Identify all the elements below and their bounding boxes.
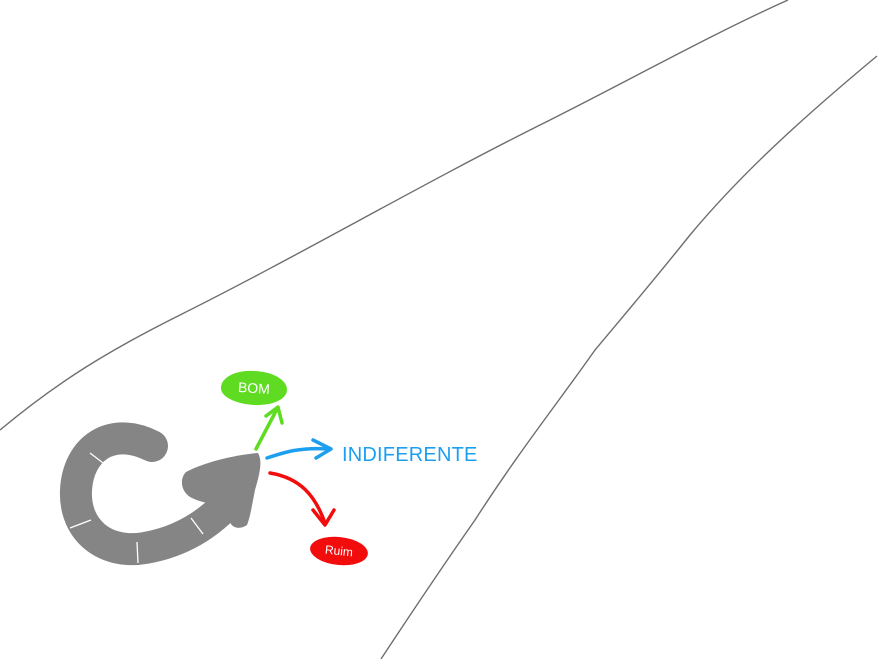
arrow-tick: [190, 517, 204, 535]
curved-arrow-body: [59, 422, 251, 566]
arrow-tick: [136, 541, 139, 564]
neutral-outcome-arrow-icon: [265, 438, 333, 460]
curved-arrow-icon: [59, 422, 261, 566]
road-left-edge: [0, 0, 789, 431]
neutral-outcome-label: INDIFERENTE: [342, 444, 478, 466]
arrow-tick: [69, 519, 92, 529]
arrow-tick: [89, 452, 108, 467]
bad-outcome-label: Ruim: [324, 542, 354, 560]
road-right-edge: [380, 55, 878, 659]
good-outcome-arrow-icon: [254, 405, 284, 451]
curved-arrow-head: [181, 453, 261, 528]
good-outcome-label: BOM: [237, 378, 271, 398]
bad-outcome-arrow-icon: [268, 471, 336, 527]
